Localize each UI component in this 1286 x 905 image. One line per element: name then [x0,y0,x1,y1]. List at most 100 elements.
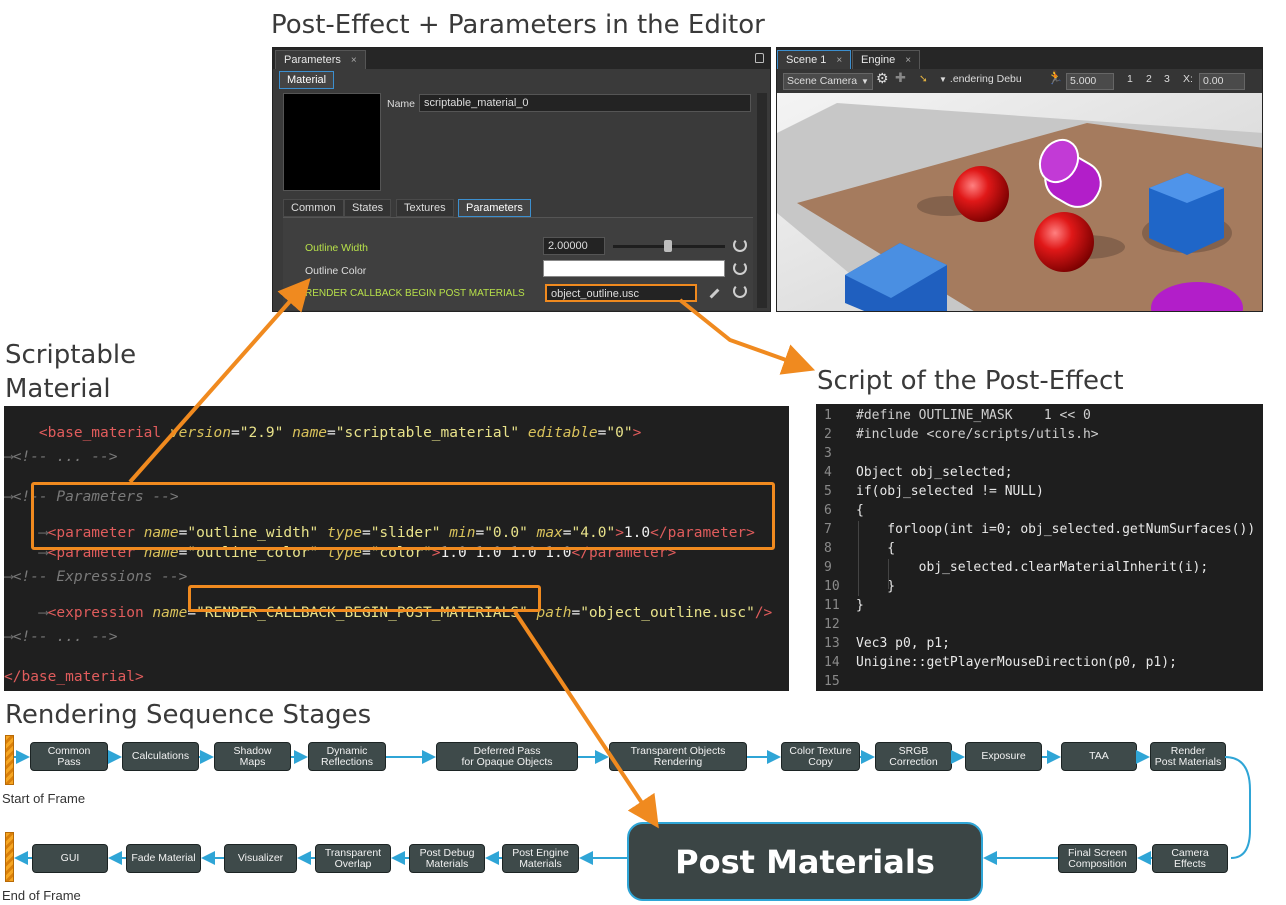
reset-icon[interactable] [733,261,747,275]
move-icon[interactable]: ✚ [895,70,906,85]
material-preview [283,93,381,191]
line-number: 2 [824,427,864,442]
debug-select[interactable]: ▼.endering Debu [939,73,1037,90]
run-icon[interactable]: 🏃 [1047,70,1064,85]
end-marker [5,832,14,882]
script-line: 12 [816,617,856,632]
line-code: } [856,579,896,594]
indent-guide [858,521,859,596]
script-line: 13 Vec3 p0, p1; [816,636,950,651]
tab-textures[interactable]: Textures [396,199,454,217]
line-number: 11 [824,598,864,613]
line-code: Unigine::getPlayerMouseDirection(p0, p1)… [856,655,1177,670]
line-number: 1 [824,408,864,423]
code-line: ⟶<!-- Parameters --> [4,489,179,505]
script-line: 11 } [816,598,864,613]
close-icon[interactable]: × [836,55,843,66]
tab-engine[interactable]: Engine × [852,50,921,69]
line-number: 4 [824,465,864,480]
name-label: Name [387,98,416,110]
start-of-frame-label: Start of Frame [2,791,86,806]
parameters-tab-label: Parameters [284,54,341,66]
name-field[interactable]: scriptable_material_0 [419,94,751,112]
outline-width-field[interactable]: 2.00000 [543,237,605,255]
red-sphere [953,166,1009,222]
row1-stage: Exposure [965,742,1042,771]
expression-highlight [188,585,541,612]
line-code: forloop(int i=0; obj_selected.getNumSurf… [856,522,1256,537]
line-code: if(obj_selected != NULL) [856,484,1044,499]
scriptable-heading-1: Scriptable [5,340,137,370]
chevron-down-icon: ▼ [861,77,869,86]
line-number: 13 [824,636,864,651]
close-icon[interactable]: × [350,55,357,66]
purple-cylinder [1038,138,1102,208]
parameters-panel: Parameters × Material Name scriptable_mat… [272,47,771,312]
row2-stage: Final Screen Composition [1058,844,1137,873]
tab-states[interactable]: States [344,199,392,217]
code-line: ⟶<parameter name="outline_width" type="s… [38,525,755,541]
purple-disk [1151,282,1243,311]
outline-color-label: Outline Color [305,265,367,277]
view-3-button[interactable]: 3 [1164,73,1170,85]
view-2-button[interactable]: 2 [1146,73,1152,85]
close-icon[interactable]: × [905,55,912,66]
row2-stage: Post Debug Materials [409,844,485,873]
tab-common[interactable]: Common [283,199,344,217]
start-marker [5,735,14,785]
script-line: 3 [816,446,856,461]
reset-icon[interactable] [733,238,747,252]
blue-cube [1149,173,1224,255]
stages-heading: Rendering Sequence Stages [5,700,372,730]
line-number: 10 [824,579,864,594]
script-line: 5 if(obj_selected != NULL) [816,484,1044,499]
line-number: 6 [824,503,864,518]
cursor-icon[interactable]: ➘ [919,73,928,85]
script-line: 8 { [816,541,895,556]
gear-icon[interactable]: ⚙ [876,70,889,86]
camera-select[interactable]: Scene Camera▼ [783,73,873,90]
view-1-button[interactable]: 1 [1127,73,1133,85]
tab-scene[interactable]: Scene 1× [777,50,852,69]
line-number: 3 [824,446,864,461]
line-number: 5 [824,484,864,499]
row2-stage: Post Engine Materials [502,844,579,873]
lock-icon[interactable] [755,53,764,63]
red-sphere [1034,212,1094,272]
parameters-dock-tab[interactable]: Parameters × [275,50,366,69]
row2-stage: Fade Material [126,844,201,873]
line-code: } [856,598,864,613]
parameters-tab-strip: Parameters × [273,48,770,69]
post-materials-box: Post Materials [627,822,983,901]
scene-render[interactable] [777,93,1263,312]
scrollbar[interactable] [757,93,767,308]
tab-parameters[interactable]: Parameters [458,199,531,217]
script-line: 1 #define OUTLINE_MASK 1 << 0 [816,408,1091,423]
slider-handle[interactable] [664,240,672,252]
engine-tab-label: Engine [861,54,896,66]
script-line: 2 #include <core/scripts/utils.h> [816,427,1099,442]
line-code: { [856,503,864,518]
reset-icon[interactable] [733,284,747,298]
viewport-tab-strip: Scene 1× Engine × [777,48,1262,69]
speed-field[interactable]: 5.000 [1066,73,1114,90]
x-coord-value: 0.00 [1203,75,1224,87]
outline-color-swatch[interactable] [543,260,725,277]
code-line: <base_material version="2.9" name="scrip… [38,425,642,441]
line-number: 7 [824,522,864,537]
row1-stage: TAA [1061,742,1137,771]
script-line: 6 { [816,503,864,518]
script-code-panel: 1 #define OUTLINE_MASK 1 << 0 2 #include … [816,404,1263,691]
tab-material[interactable]: Material [279,71,335,89]
row1-stage: Color Texture Copy [781,742,860,771]
row1-stage: SRGB Correction [875,742,952,771]
x-coord-field[interactable]: 0.00 [1199,73,1245,90]
line-code: obj_selected.clearMaterialInherit(i); [856,560,1209,575]
scene-viewport[interactable]: Scene 1× Engine × Scene Camera▼ ⚙ ✚ ➘ ▼.e… [776,47,1263,312]
script-heading: Script of the Post-Effect [817,366,1124,396]
callback-label: RENDER CALLBACK BEGIN POST MATERIALS [305,288,525,299]
callback-field[interactable]: object_outline.usc [545,284,697,302]
end-of-frame-label: End of Frame [2,888,81,903]
line-code: #include <core/scripts/utils.h> [856,427,1099,442]
